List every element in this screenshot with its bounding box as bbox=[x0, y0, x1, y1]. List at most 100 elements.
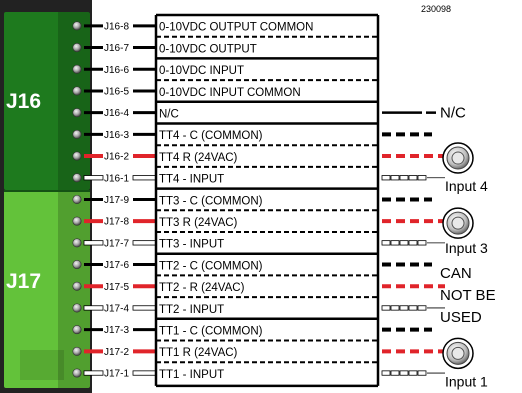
terminal-screw-j16-7 bbox=[72, 43, 82, 53]
pin-wire-j17-7 bbox=[83, 240, 104, 246]
out-wire-j17-1-seg bbox=[408, 370, 418, 376]
row-label-j16-6: 0-10VDC INPUT bbox=[159, 65, 244, 77]
terminal-screw-j17-1 bbox=[72, 368, 82, 378]
connector-j17-block bbox=[4, 190, 90, 388]
row-label-j17-3: TT1 - C (COMMON) bbox=[159, 326, 263, 338]
terminal-screw-j16-3 bbox=[72, 129, 82, 139]
out-wire-j17-4-seg bbox=[408, 305, 418, 311]
terminal-screw-j16-1 bbox=[72, 173, 82, 183]
note-line-2: NOT BE bbox=[440, 287, 496, 304]
sensor-core bbox=[451, 346, 465, 360]
out-wire-j16-1-seg bbox=[417, 175, 427, 181]
row-label-j16-5: 0-10VDC INPUT COMMON bbox=[159, 87, 301, 99]
out-wire-j17-7-seg bbox=[408, 240, 418, 246]
out-wire-j17-4-seg bbox=[390, 305, 400, 311]
terminal-screw-j16-6 bbox=[72, 64, 82, 74]
row-label-j16-8: 0-10VDC OUTPUT COMMON bbox=[159, 22, 313, 34]
row-label-j17-1: TT1 - INPUT bbox=[159, 369, 224, 381]
pin-label-j17-6: J17-6 bbox=[104, 260, 129, 271]
sensor-3 bbox=[442, 337, 474, 370]
out-wire-j17-7-seg bbox=[399, 240, 409, 246]
out-wire-j17-1-seg bbox=[417, 370, 427, 376]
pin-lead-j17-1 bbox=[132, 370, 157, 376]
pin-wire-j17-4 bbox=[83, 305, 104, 311]
out-wire-j17-1-seg bbox=[399, 370, 409, 376]
pin-label-j16-7: J16-7 bbox=[104, 43, 129, 54]
pin-label-j17-8: J17-8 bbox=[104, 217, 129, 228]
sensor-core bbox=[451, 151, 465, 165]
out-wire-j17-1-seg bbox=[390, 370, 400, 376]
figure-code: 230098 bbox=[421, 4, 451, 14]
pin-wire-j17-1 bbox=[83, 370, 104, 376]
pin-label-j16-5: J16-5 bbox=[104, 86, 129, 97]
out-wire-j16-1-seg bbox=[381, 175, 391, 181]
terminal-screw-j16-2 bbox=[72, 151, 82, 161]
row-label-j17-4: TT2 - INPUT bbox=[159, 304, 224, 316]
pin-label-j16-2: J16-2 bbox=[104, 152, 129, 163]
out-wire-j16-1-seg bbox=[399, 175, 409, 181]
terminal-screw-j17-7 bbox=[72, 238, 82, 248]
terminal-screw-j17-8 bbox=[72, 216, 82, 226]
row-label-j16-7: 0-10VDC OUTPUT bbox=[159, 43, 257, 55]
sensor-label-3: Input 1 bbox=[445, 373, 488, 389]
row-label-j16-4: N/C bbox=[159, 109, 179, 121]
connector-j16-block bbox=[4, 12, 90, 190]
out-wire-j17-7-seg bbox=[381, 240, 391, 246]
terminal-screw-j16-5 bbox=[72, 86, 82, 96]
note-line-3: USED bbox=[440, 309, 482, 326]
terminal-screw-j17-5 bbox=[72, 281, 82, 291]
out-wire-j16-1-seg bbox=[408, 175, 418, 181]
board-shadow bbox=[20, 350, 64, 380]
pin-label-j16-1: J16-1 bbox=[104, 173, 129, 184]
out-wire-j17-1-seg bbox=[381, 370, 391, 376]
pin-lead-j17-7 bbox=[132, 240, 157, 246]
pin-label-j16-6: J16-6 bbox=[104, 65, 129, 76]
pin-label-j17-1: J17-1 bbox=[104, 369, 129, 380]
pin-label-j17-4: J17-4 bbox=[104, 303, 129, 314]
note-line-1: CAN bbox=[440, 265, 472, 282]
terminal-screw-j16-4 bbox=[72, 108, 82, 118]
sensor-label-2: Input 3 bbox=[445, 240, 488, 256]
pin-label-j17-2: J17-2 bbox=[104, 347, 129, 358]
sensor-2 bbox=[442, 207, 474, 239]
terminal-screw-j17-9 bbox=[72, 194, 82, 204]
pin-label-j17-3: J17-3 bbox=[104, 325, 129, 336]
row-label-j16-3: TT4 - C (COMMON) bbox=[159, 130, 263, 142]
connector-label-j17: J17 bbox=[6, 270, 41, 293]
sensor-1 bbox=[442, 142, 474, 174]
terminal-screw-j17-3 bbox=[72, 325, 82, 335]
out-wire-j17-7-seg bbox=[417, 240, 427, 246]
connector-label-j16: J16 bbox=[6, 90, 41, 113]
pin-label-j16-8: J16-8 bbox=[104, 21, 129, 32]
terminal-screw-j16-8 bbox=[72, 21, 82, 31]
pin-label-j16-4: J16-4 bbox=[104, 108, 129, 119]
row-label-j17-9: TT3 - C (COMMON) bbox=[159, 195, 263, 207]
terminal-screw-j17-6 bbox=[72, 260, 82, 270]
row-label-j17-2: TT1 R (24VAC) bbox=[159, 347, 238, 359]
out-wire-j17-4-seg bbox=[417, 305, 427, 311]
out-wire-j17-4-seg bbox=[381, 305, 391, 311]
row-label-j17-5: TT2 - R (24VAC) bbox=[159, 282, 245, 294]
pin-label-j17-9: J17-9 bbox=[104, 195, 129, 206]
sensor-core bbox=[451, 216, 465, 230]
pin-label-j17-5: J17-5 bbox=[104, 282, 129, 293]
pin-lead-j17-4 bbox=[132, 305, 157, 311]
block-divider bbox=[4, 190, 90, 192]
pin-label-j16-3: J16-3 bbox=[104, 130, 129, 141]
row-label-j16-1: TT4 - INPUT bbox=[159, 174, 224, 186]
out-wire-j16-1-seg bbox=[390, 175, 400, 181]
row-label-j17-8: TT3 R (24VAC) bbox=[159, 217, 238, 229]
terminal-screw-j17-4 bbox=[72, 303, 82, 313]
nc-label: N/C bbox=[440, 105, 466, 122]
row-label-j17-7: TT3 - INPUT bbox=[159, 239, 224, 251]
terminal-screw-j17-2 bbox=[72, 346, 82, 356]
pin-lead-j16-1 bbox=[132, 175, 157, 181]
row-label-j16-2: TT4 R (24VAC) bbox=[159, 152, 238, 164]
pin-wire-j16-1 bbox=[83, 175, 104, 181]
sensor-label-1: Input 4 bbox=[445, 178, 488, 194]
out-wire-j17-4-seg bbox=[399, 305, 409, 311]
row-label-j17-6: TT2 - C (COMMON) bbox=[159, 260, 263, 272]
out-wire-j17-7-seg bbox=[390, 240, 400, 246]
